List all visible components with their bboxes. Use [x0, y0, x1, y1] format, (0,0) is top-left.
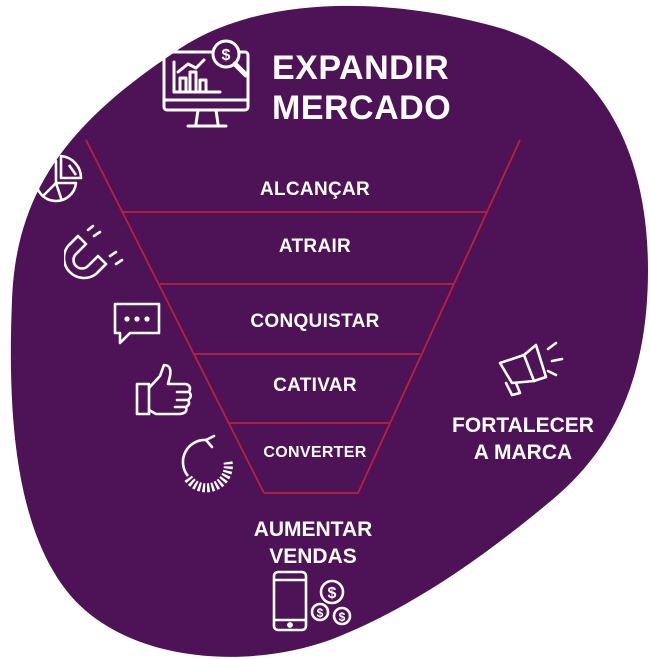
- footer-label: AUMENTAR VENDAS: [213, 516, 413, 570]
- monitor-analytics-dollar-icon: $: [162, 39, 250, 128]
- stage-label-conquistar: CONQUISTAR: [250, 311, 380, 332]
- smartphone-coins-icon: $ $ $: [272, 570, 352, 632]
- stage-label-atrair: ATRAIR: [278, 236, 352, 257]
- pie-chart-icon: [34, 154, 83, 203]
- magnet-icon: [64, 224, 124, 280]
- svg-text:$: $: [339, 610, 346, 624]
- blob-shape: [10, 5, 648, 657]
- side-label-line-1: FORTALECER: [452, 414, 594, 437]
- svg-text:$: $: [222, 47, 231, 64]
- footer-label-line-2: VENDAS: [269, 545, 357, 568]
- stage-label-alcancar: ALCANÇAR: [259, 179, 371, 200]
- svg-text:$: $: [317, 606, 324, 620]
- footer-label-line-1: AUMENTAR: [253, 518, 373, 541]
- side-label-line-2: A MARCA: [473, 441, 573, 464]
- funnel-right-edge: [357, 139, 521, 494]
- side-label: FORTALECER A MARCA: [428, 412, 618, 466]
- megaphone-icon: [498, 341, 564, 397]
- funnel-left-edge: [85, 139, 265, 494]
- funnel-lines: [85, 139, 521, 494]
- title-line-1: EXPANDIR: [272, 49, 450, 87]
- svg-text:$: $: [328, 585, 337, 602]
- title-line-2: MERCADO: [272, 89, 452, 127]
- stage-label-cativar: CATIVAR: [273, 375, 357, 396]
- stage-label-converter: CONVERTER: [263, 444, 367, 461]
- page-title: EXPANDIR MERCADO: [272, 48, 451, 128]
- chat-bubble-icon: [113, 302, 161, 345]
- refresh-progress-icon: [181, 434, 233, 493]
- thumbs-up-icon: [135, 363, 193, 416]
